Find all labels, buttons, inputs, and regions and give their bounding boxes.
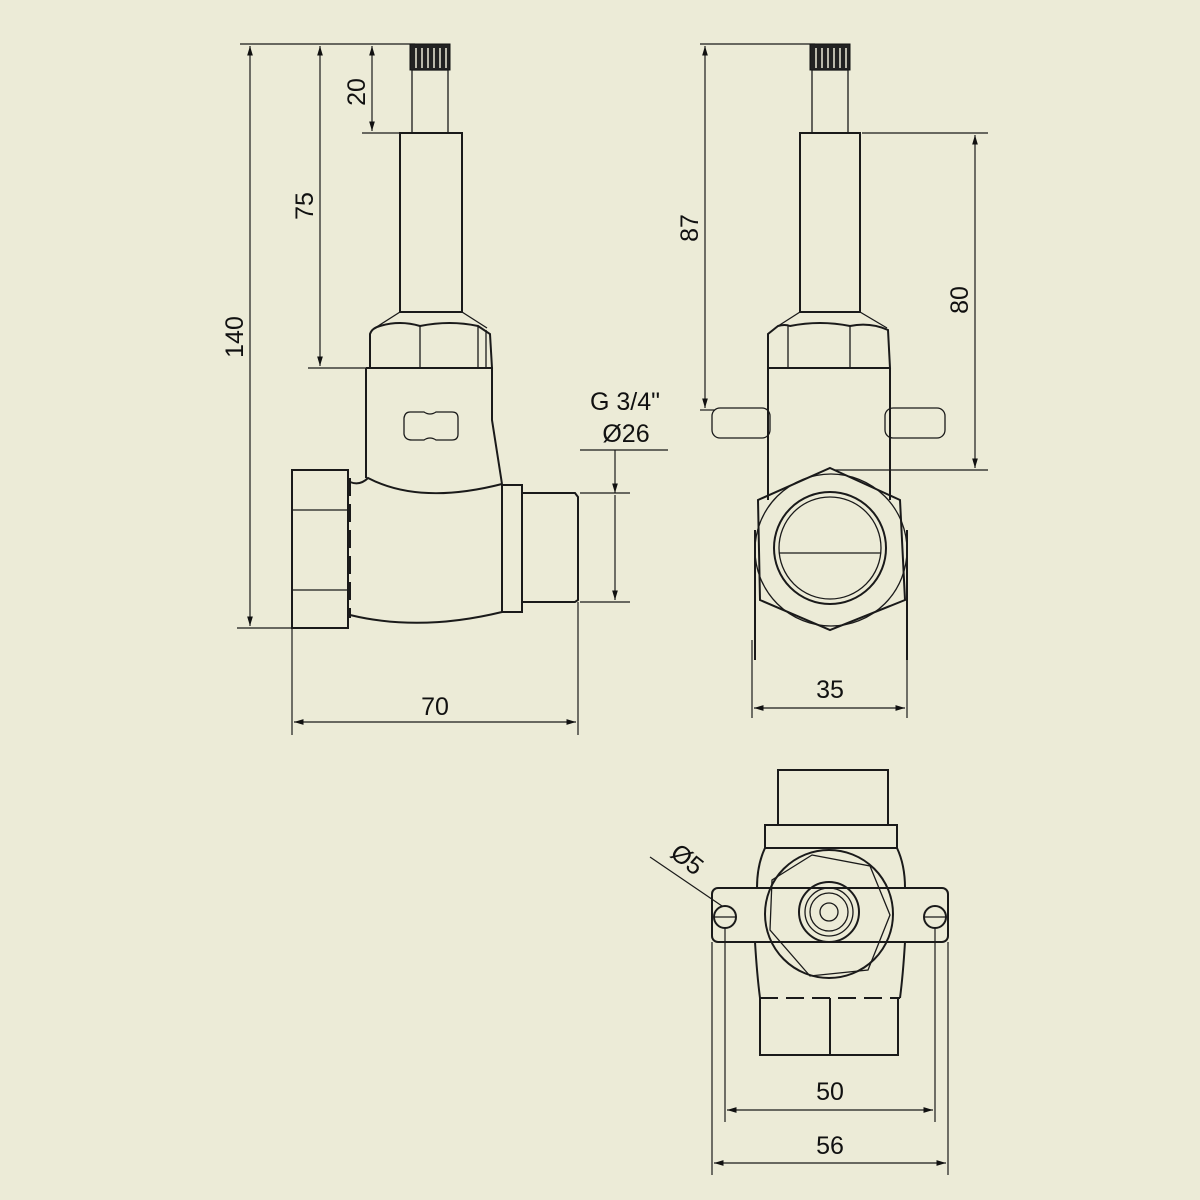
thread-diameter: Ø26 <box>602 420 649 448</box>
mounting-ear-right <box>884 407 946 439</box>
dim-spindle: 20 <box>343 78 371 106</box>
dim-stem-to-body: 75 <box>291 192 319 220</box>
side-view: 140 75 20 G 3/4" Ø26 70 <box>221 43 668 735</box>
spindle <box>411 69 449 134</box>
hex-nut <box>767 311 892 369</box>
front-dimensions <box>700 43 988 718</box>
outlet-pipe <box>522 492 579 603</box>
valve-body <box>349 367 503 624</box>
mounting-hole-left <box>713 905 737 929</box>
dim-plate-width: 56 <box>816 1132 844 1160</box>
inlet-hex-fitting <box>754 466 908 632</box>
mounting-plate <box>711 887 949 943</box>
dim-width: 35 <box>816 676 844 704</box>
stem-tube <box>799 132 861 313</box>
stem-tube <box>399 132 463 313</box>
outlet-flange <box>764 824 898 849</box>
top-view: Ø5 50 56 <box>649 769 949 1175</box>
front-view: 87 80 35 <box>676 43 988 718</box>
outlet-flange <box>501 484 523 613</box>
dim-hole-spacing: 50 <box>816 1078 844 1106</box>
spindle-cap <box>809 43 851 71</box>
hex-nut <box>369 311 494 369</box>
dim-hole-diameter: Ø5 <box>665 838 709 881</box>
thread-label: G 3/4" <box>590 388 660 416</box>
dim-length: 70 <box>421 693 449 721</box>
mounting-hole-right <box>923 905 947 929</box>
body-slot <box>403 411 459 441</box>
dim-total-height: 140 <box>221 316 249 358</box>
side-dimensions <box>237 43 668 735</box>
outlet-pipe <box>777 769 889 826</box>
spindle <box>811 69 849 134</box>
valve-body <box>711 368 946 660</box>
inlet-nut <box>291 469 351 629</box>
spindle-cap <box>409 43 451 71</box>
hex-fitting <box>764 849 894 979</box>
dim-tube-to-nut: 80 <box>946 286 974 314</box>
top-dimensions <box>649 856 949 1175</box>
mounting-ear-left <box>711 407 771 439</box>
dim-spindle-to-ears: 87 <box>676 214 704 242</box>
